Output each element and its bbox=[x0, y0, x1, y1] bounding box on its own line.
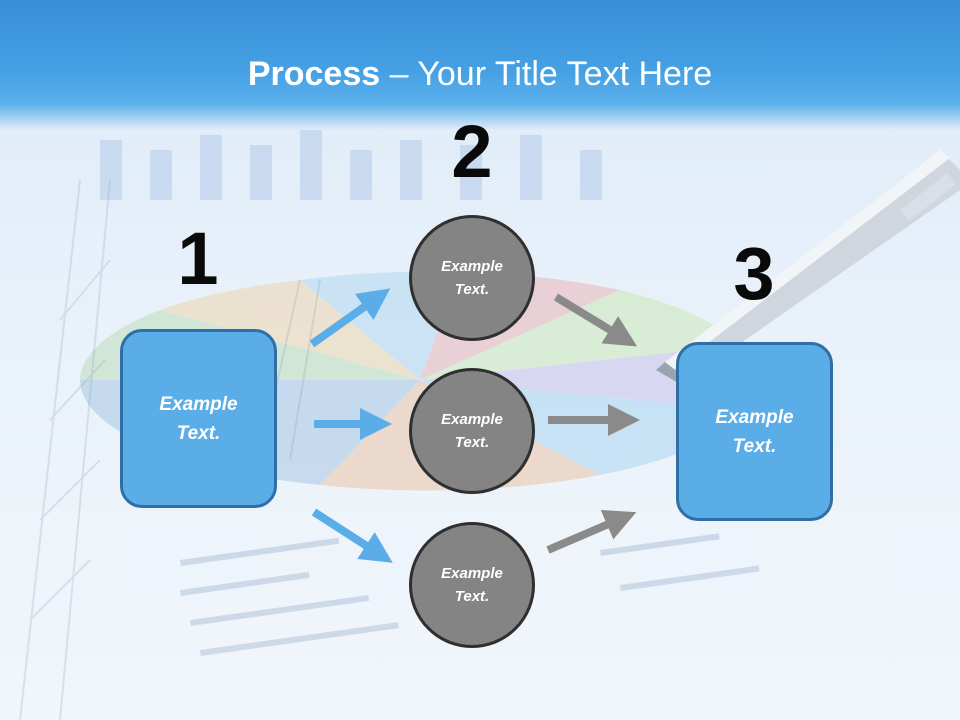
circle-bottom: Example Text. bbox=[409, 522, 535, 648]
circle-bottom-text: Example Text. bbox=[441, 565, 503, 605]
circle-middle-text: Example Text. bbox=[441, 411, 503, 451]
arrow-top-to-right bbox=[553, 293, 638, 347]
step-number-1: 1 bbox=[177, 217, 219, 300]
title-rest-part: – Your Title Text Here bbox=[380, 55, 713, 93]
arrow-left-to-bottom bbox=[311, 508, 393, 563]
circle-top-text: Example Text. bbox=[441, 258, 503, 298]
right-box: Example Text. bbox=[676, 342, 833, 521]
arrow-left-to-top bbox=[309, 288, 391, 348]
slide-title: Process – Your Title Text Here bbox=[0, 52, 960, 96]
left-box: Example Text. bbox=[120, 329, 277, 508]
circle-top: Example Text. bbox=[409, 215, 535, 341]
circle-middle: Example Text. bbox=[409, 368, 535, 494]
arrow-bottom-to-right bbox=[546, 510, 637, 554]
step-number-2: 2 bbox=[451, 110, 493, 193]
step-number-3: 3 bbox=[733, 232, 775, 315]
header-band bbox=[0, 0, 960, 130]
title-bold-part: Process bbox=[247, 55, 381, 93]
right-box-text: Example Text. bbox=[715, 406, 794, 457]
left-box-text: Example Text. bbox=[159, 393, 238, 444]
